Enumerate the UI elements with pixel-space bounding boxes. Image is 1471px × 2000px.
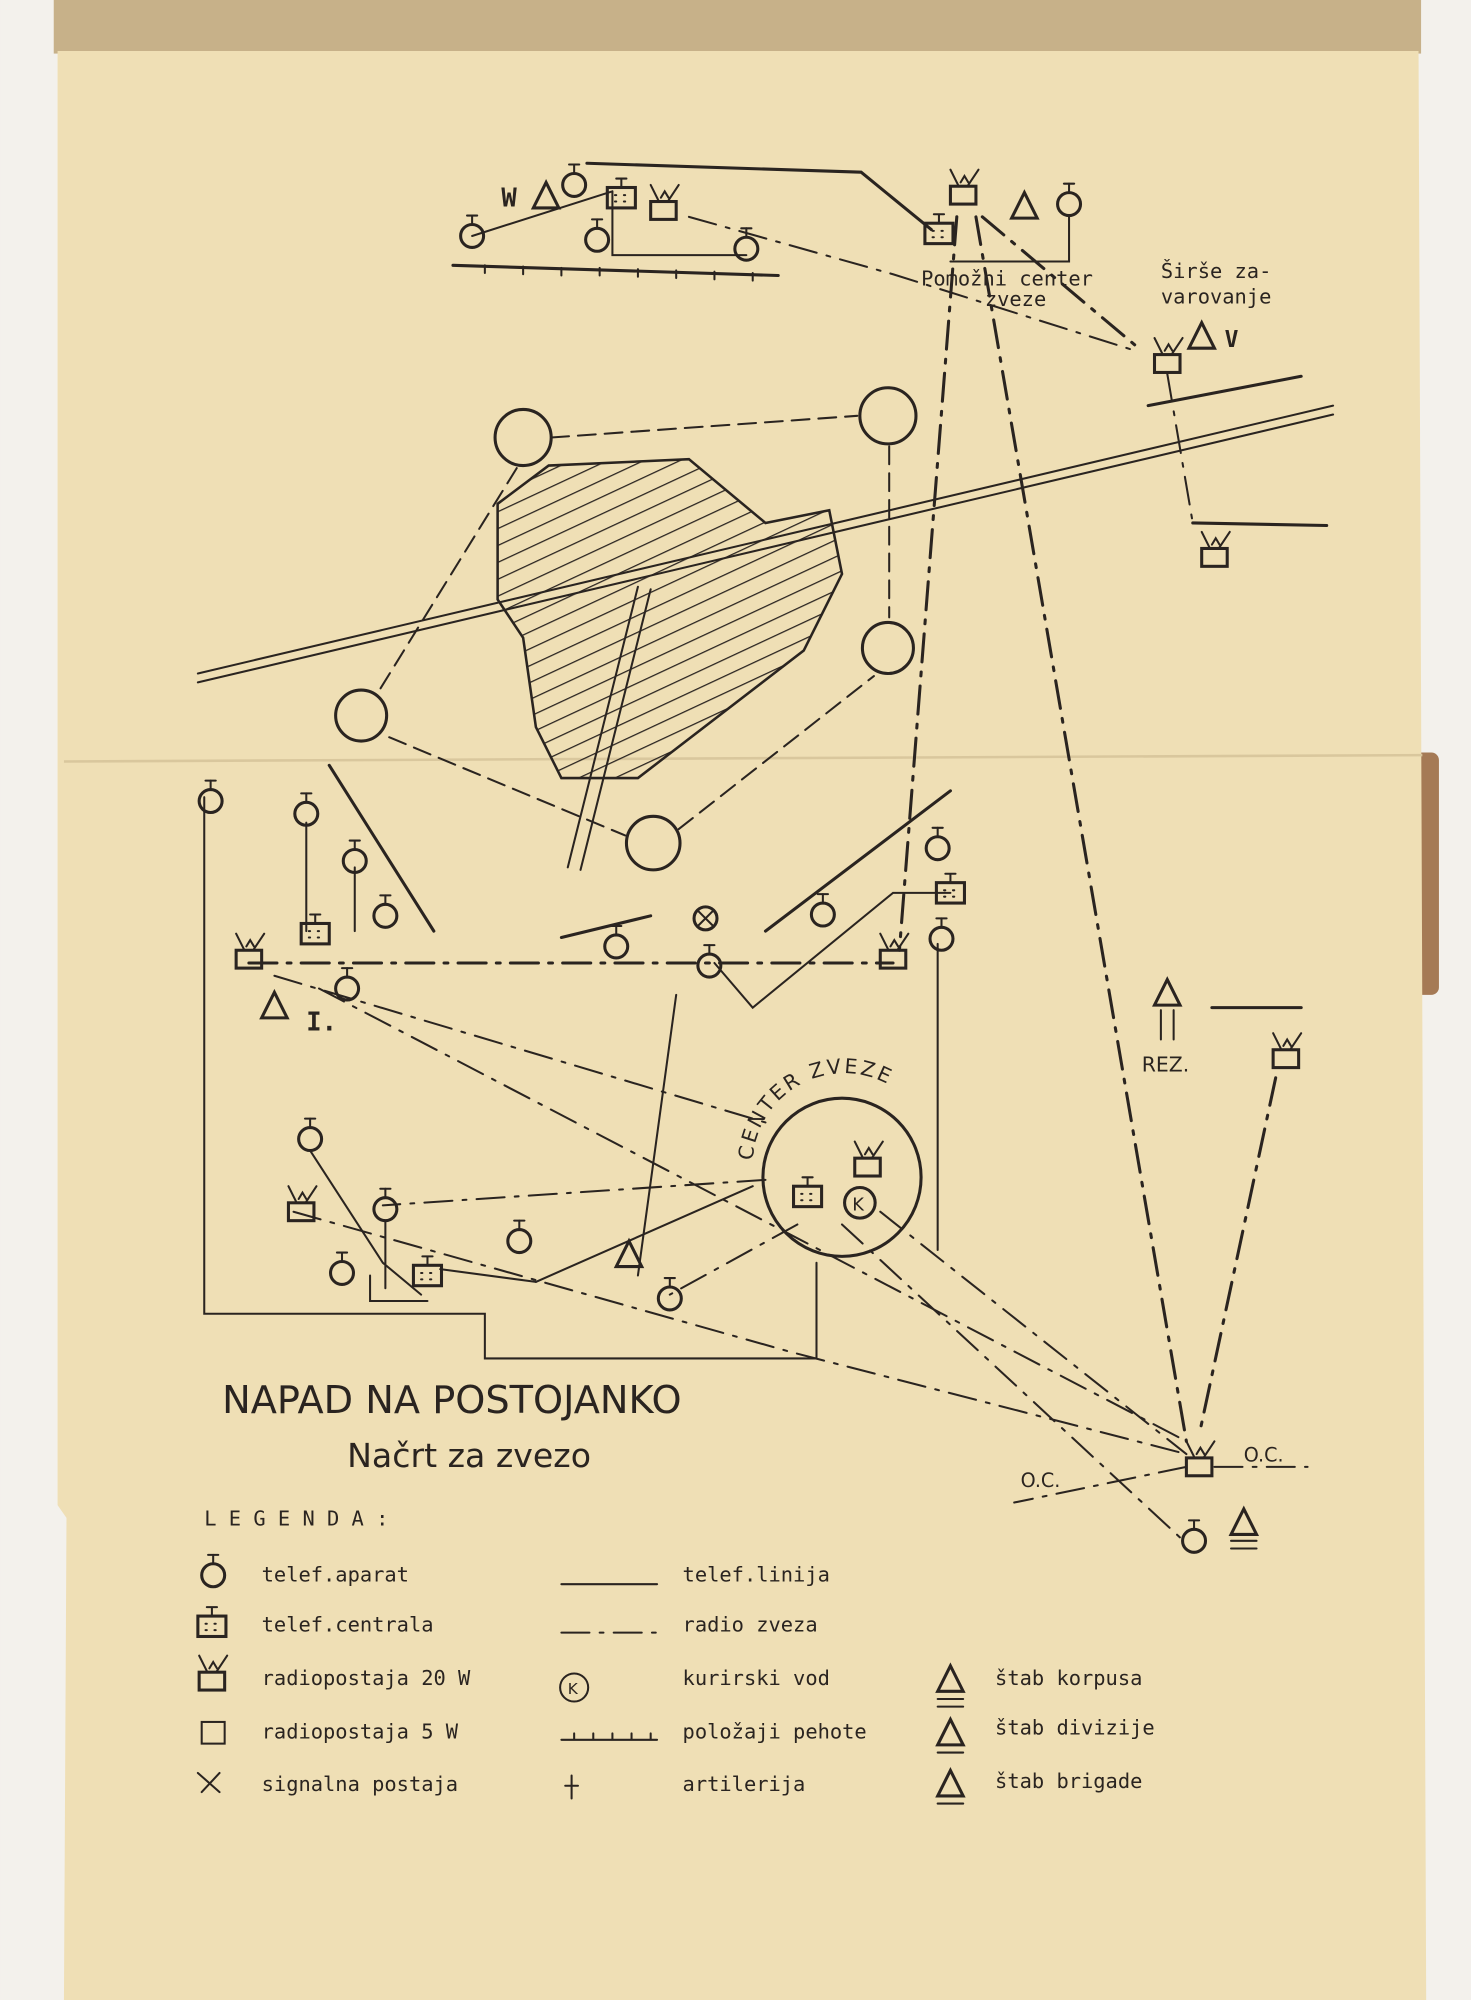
reserve-group: REZ. bbox=[1142, 978, 1303, 1437]
legend-item-radio-link: radio zveza bbox=[560, 1612, 818, 1636]
svg-text:štab brigade: štab brigade bbox=[995, 1769, 1142, 1793]
legend-item-exchange: telef.centrala bbox=[196, 1605, 434, 1639]
label-auxiliary-center-2: zveze bbox=[985, 287, 1046, 311]
svg-text:artilerija: artilerija bbox=[683, 1772, 806, 1796]
label-w: W bbox=[501, 184, 517, 214]
legend-item-division-hq: štab divizije bbox=[936, 1716, 1155, 1754]
auxiliary-signal-center: Pomožni center zveze bbox=[897, 168, 1188, 1443]
svg-text:telef.centrala: telef.centrala bbox=[262, 1612, 434, 1636]
document-subtitle: Načrt za zvezo bbox=[347, 1436, 591, 1475]
signal-post-icon bbox=[196, 1771, 221, 1794]
road bbox=[566, 585, 652, 871]
svg-text:štab divizije: štab divizije bbox=[995, 1716, 1155, 1740]
svg-text:K: K bbox=[568, 1680, 579, 1698]
top-fold bbox=[53, 0, 1422, 54]
svg-text:štab korpusa: štab korpusa bbox=[995, 1666, 1142, 1690]
svg-text:telef.aparat: telef.aparat bbox=[262, 1563, 409, 1587]
label-unit-one: I. bbox=[306, 1008, 337, 1038]
svg-text:radiopostaja 5 W: radiopostaja 5 W bbox=[262, 1720, 459, 1744]
stronghold-area bbox=[496, 457, 844, 780]
legend: telef.aparat telef.centrala radiopostaja… bbox=[196, 1553, 1155, 1805]
svg-text:položaji pehote: položaji pehote bbox=[683, 1720, 867, 1744]
legend-item-signal-post: signalna postaja bbox=[196, 1771, 458, 1796]
label-wide-security: Širše za- bbox=[1161, 258, 1272, 283]
legend-item-telephone-line: telef.linija bbox=[560, 1563, 830, 1587]
label-oc-left: O.C. bbox=[1021, 1469, 1061, 1492]
label-auxiliary-center: Pomožni center bbox=[921, 267, 1093, 291]
svg-text:signalna postaja: signalna postaja bbox=[262, 1772, 458, 1796]
label-oc-right: O.C. bbox=[1244, 1444, 1284, 1467]
svg-text:radiopostaja 20 W: radiopostaja 20 W bbox=[262, 1666, 471, 1690]
label-reserve: REZ. bbox=[1142, 1052, 1190, 1076]
paper bbox=[57, 51, 1427, 2000]
top-position-group: W bbox=[451, 161, 1137, 352]
artillery-icon bbox=[564, 1774, 579, 1800]
radio-5w-icon bbox=[200, 1720, 226, 1745]
legend-item-infantry: položaji pehote bbox=[560, 1720, 867, 1744]
legend-item-radio-5w: radiopostaja 5 W bbox=[200, 1720, 459, 1745]
bottom-left-group bbox=[286, 1117, 683, 1312]
legend-item-telephone: telef.aparat bbox=[200, 1553, 409, 1589]
label-courier: K bbox=[852, 1194, 865, 1215]
svg-text:kurirski vod: kurirski vod bbox=[683, 1666, 830, 1690]
legend-item-brigade-hq: štab brigade bbox=[936, 1768, 1142, 1805]
infantry-position-icon bbox=[560, 1732, 659, 1741]
courier-icon bbox=[559, 1672, 590, 1703]
document-title: NAPAD NA POSTOJANKO bbox=[222, 1378, 682, 1423]
label-wide-security-2: varovanje bbox=[1161, 285, 1272, 309]
wide-security-group: Širše za- varovanje V bbox=[1146, 258, 1329, 568]
middle-positions: I. bbox=[197, 763, 1188, 1443]
fold-crease bbox=[63, 753, 1423, 763]
svg-text:radio zveza: radio zveza bbox=[683, 1612, 818, 1636]
legend-item-artillery: artilerija bbox=[564, 1772, 806, 1800]
rear-command-group: O.C. O.C. bbox=[1013, 1439, 1309, 1554]
svg-text:telef.linija: telef.linija bbox=[683, 1563, 830, 1587]
legend-heading: L E G E N D A : bbox=[204, 1507, 388, 1531]
label-v: V bbox=[1225, 327, 1239, 353]
strongpoint-network bbox=[334, 386, 918, 872]
legend-item-corps-hq: štab korpusa bbox=[936, 1664, 1142, 1708]
legend-item-radio-20w: radiopostaja 20 W bbox=[197, 1654, 471, 1692]
